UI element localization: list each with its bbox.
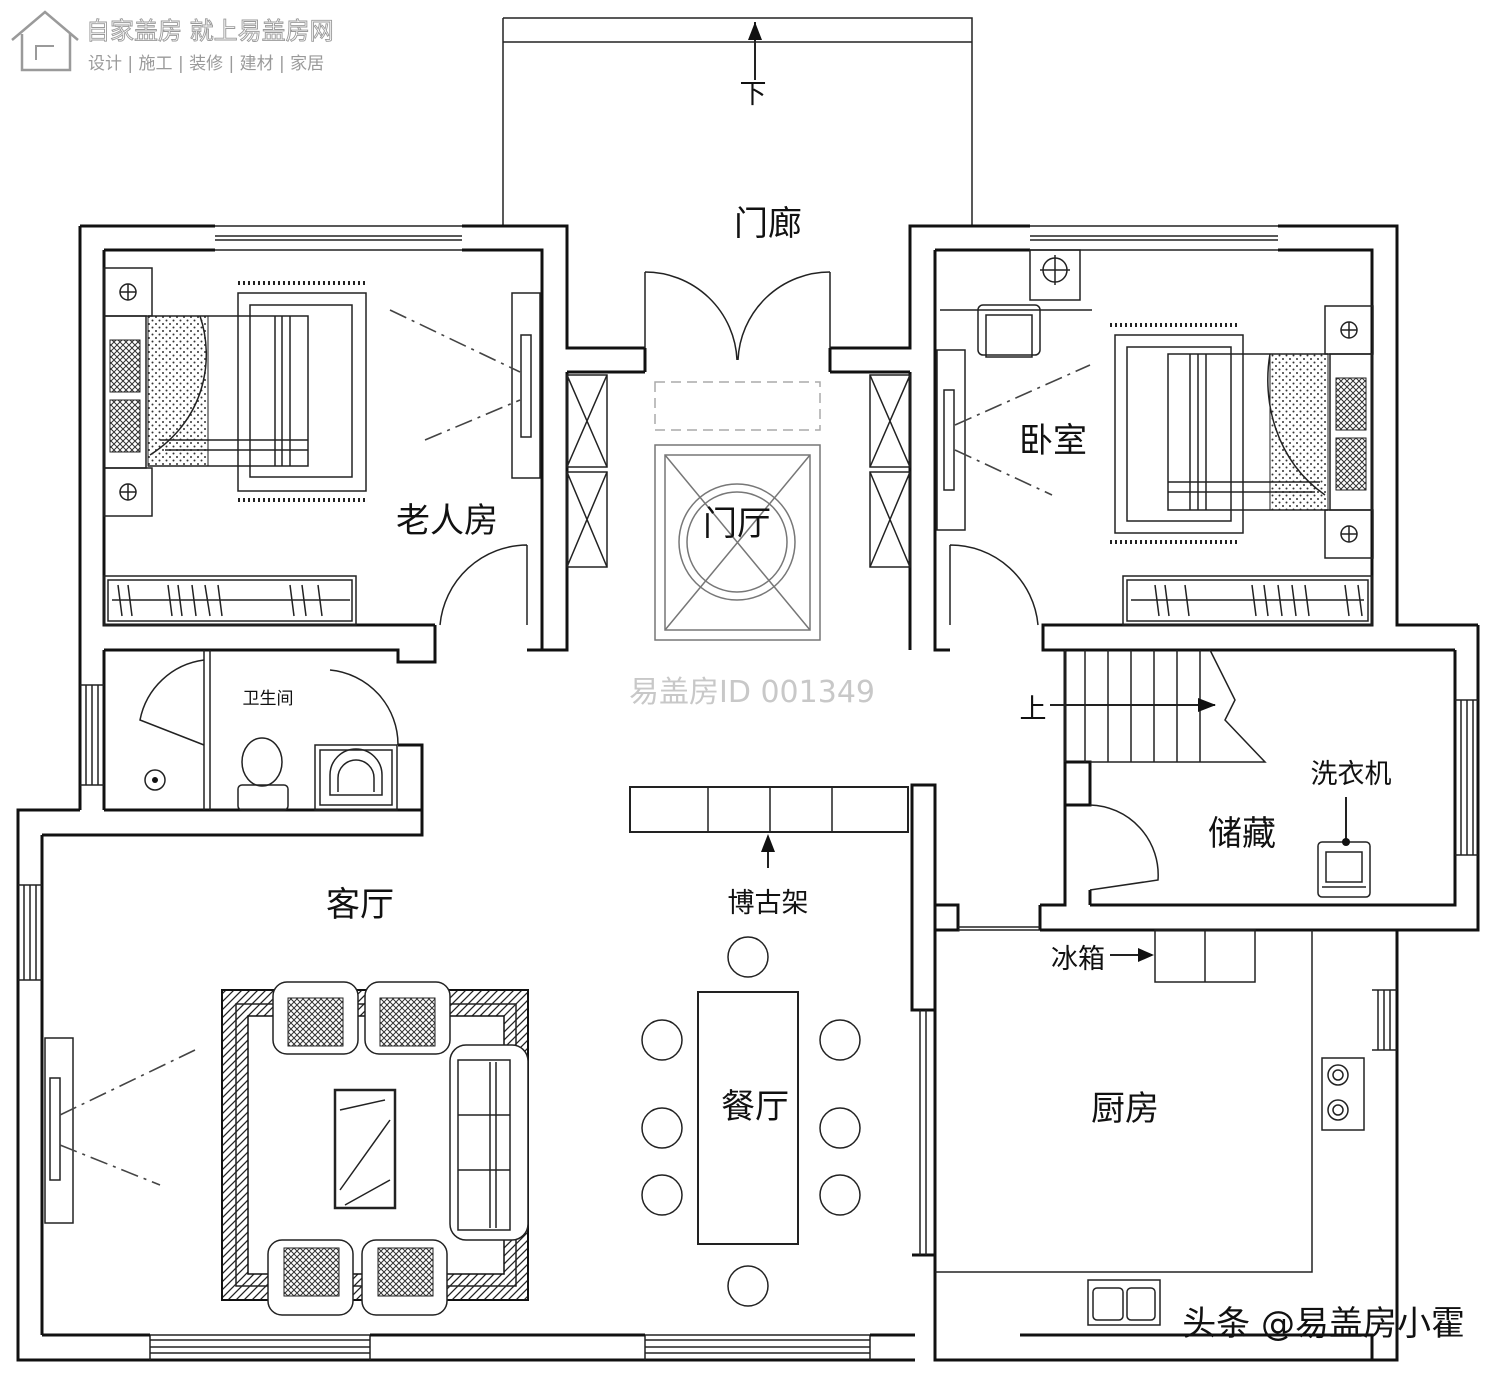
room-label-foyer: 门厅 [703, 504, 771, 544]
foyer-cabinets [566, 374, 911, 568]
room-label-storage: 储藏 [1208, 814, 1276, 854]
bathroom-fixtures [139, 659, 399, 811]
room-label-living-room: 客厅 [326, 885, 394, 925]
room-label-kitchen: 厨房 [1091, 1089, 1159, 1129]
room-label-bedroom: 卧室 [1019, 421, 1087, 461]
washer-label: 洗衣机 [1311, 759, 1392, 790]
kitchen-fixtures [935, 929, 1365, 1326]
room-label-porch: 门廊 [734, 204, 802, 244]
dining-furniture [629, 786, 909, 1307]
brand-title: 自家盖房 就上易盖房网 [86, 17, 334, 45]
brand-tagline: 设计 | 施工 | 装修 | 建材 | 家居 [88, 54, 324, 74]
bedroom-furniture [936, 249, 1374, 626]
living-room-furniture [44, 981, 529, 1316]
porch-stair-arrow [748, 22, 762, 80]
author-credit: 头条 @易盖房小霍 [1182, 1304, 1465, 1344]
brand-logo: 自家盖房 就上易盖房网 设计 | 施工 | 装修 | 建材 | 家居 [11, 10, 334, 74]
fridge-label: 冰箱 [1051, 944, 1105, 975]
elder-room-furniture [103, 267, 541, 626]
stair-up-label: 上 [1020, 694, 1047, 725]
curio-shelf-label: 博古架 [728, 888, 809, 919]
stairs [1050, 649, 1267, 763]
room-label-dining-room: 餐厅 [721, 1087, 789, 1127]
storage-fixtures [1089, 797, 1371, 898]
room-label-bathroom: 卫生间 [243, 689, 294, 709]
entry-double-door [643, 271, 832, 372]
foyer-ceiling [654, 381, 821, 641]
watermark: 易盖房ID 001349 [629, 675, 875, 710]
stair-down-label: 下 [740, 79, 767, 110]
room-label-elder-room: 老人房 [396, 501, 498, 541]
